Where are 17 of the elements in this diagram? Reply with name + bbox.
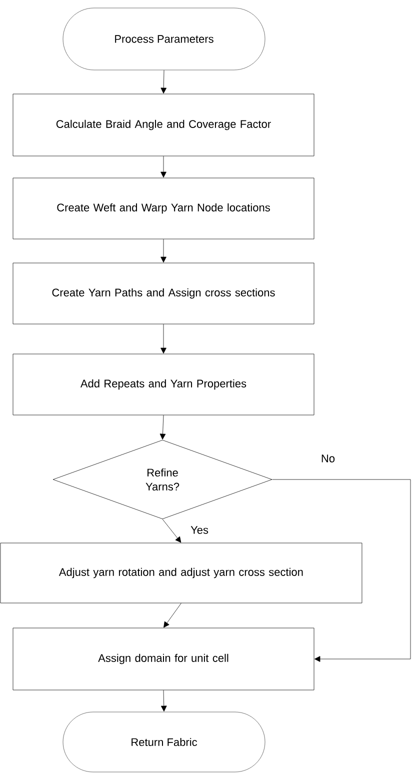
process-box: Calculate Braid Angle and Coverage Factor (12, 94, 314, 156)
edge-label: No (320, 454, 336, 464)
arrow (160, 156, 166, 178)
arrow (160, 415, 166, 440)
arrow (162, 519, 182, 543)
edge-label: Yes (190, 525, 210, 535)
arrow (160, 239, 166, 263)
process-box: Add Repeats and Yarn Properties (12, 354, 314, 416)
arrow (160, 70, 167, 94)
process-box: Create Yarn Paths and Assign cross sections (12, 262, 314, 324)
process-box: Assign domain for unit cell (12, 628, 314, 690)
arrow (272, 479, 411, 662)
process-box: Create Weft and Warp Yarn Node locations (12, 178, 314, 240)
arrow (160, 324, 166, 354)
process-box: Adjust yarn rotation and adjust yarn cross section (0, 542, 362, 604)
arrow (164, 603, 182, 628)
arrow (160, 690, 167, 712)
